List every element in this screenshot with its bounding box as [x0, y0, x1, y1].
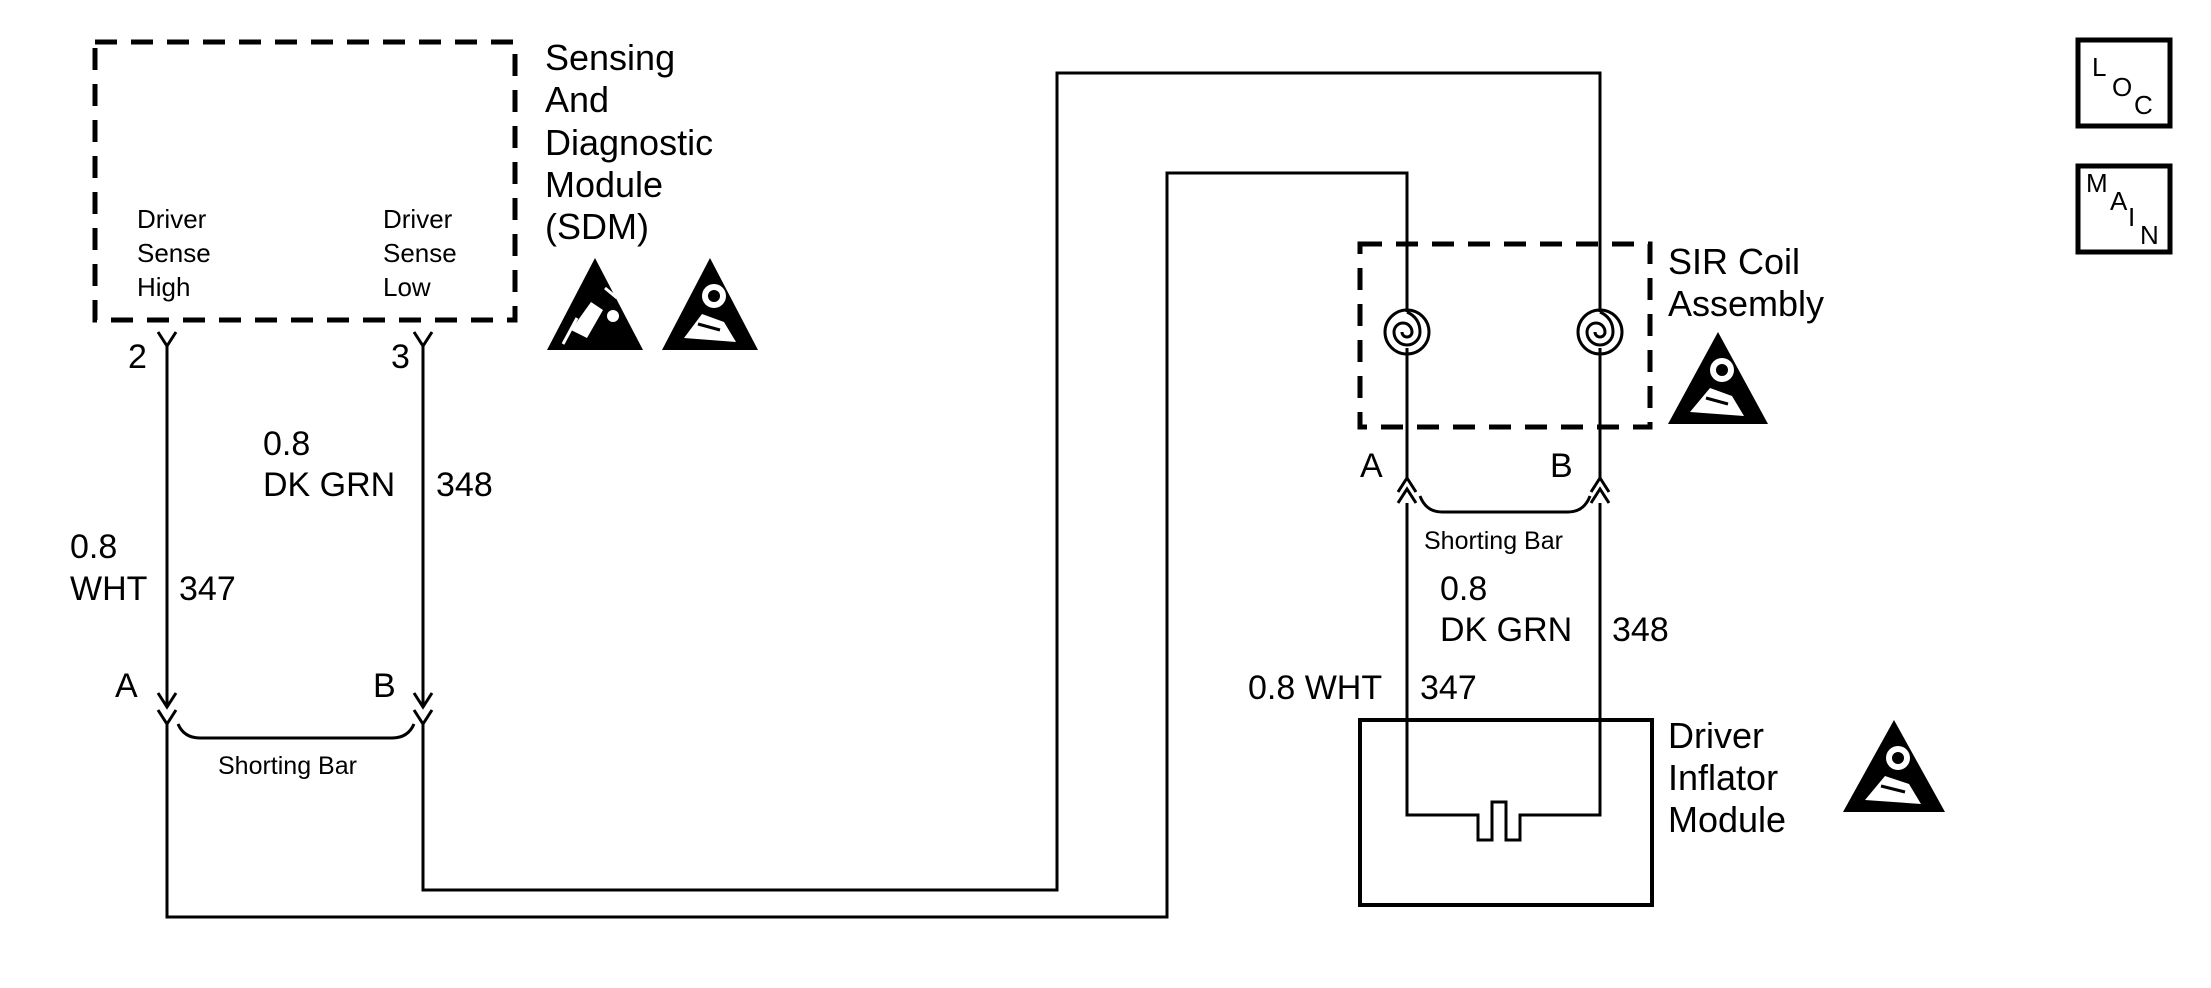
- coil-title-line-2: Assembly: [1668, 283, 1824, 324]
- sdm-pin-high-line-3: High: [137, 272, 190, 302]
- inflator-title-line-1: Driver: [1668, 715, 1764, 756]
- left-connector-a-terminal-top: [156, 692, 178, 710]
- coil-pin-a: A: [1360, 447, 1383, 485]
- airbag-warning-icon: [662, 258, 758, 350]
- inflator-squib-icon: [1405, 720, 1602, 842]
- inflator-title-line-3: Module: [1668, 799, 1786, 840]
- wire-dkgrn-color: DK GRN: [263, 466, 395, 504]
- wire-wht-gauge: 0.8: [70, 528, 117, 566]
- right-wire-dkgrn-gauge: 0.8: [1440, 570, 1487, 608]
- sdm-pin-low-line-1: Driver: [383, 204, 453, 234]
- coil-connector: Shorting Bar: [1396, 475, 1611, 555]
- coil-dashed-box: [1357, 241, 1653, 430]
- sdm-pin-2-number: 2: [128, 338, 147, 376]
- left-connector-a-terminal-bottom: [156, 709, 178, 727]
- routed-wires: [165, 71, 1602, 919]
- right-wire-dkgrn-color: DK GRN: [1440, 611, 1572, 649]
- coil-spiral-a-icon: [1383, 308, 1431, 480]
- loc-letter-3: C: [2134, 90, 2153, 120]
- sdm-module: Sensing And Diagnostic Module (SDM) Driv…: [92, 37, 713, 376]
- wire-wht-circuit: 347: [179, 570, 236, 608]
- coil-connector-b-terminal-bottom: [1589, 486, 1611, 504]
- coil-pin-b: B: [1550, 447, 1573, 485]
- wire-wht-347-route: [165, 171, 1409, 919]
- coil-title-line-1: SIR Coil: [1668, 241, 1800, 282]
- wire-dkgrn-circuit: 348: [436, 466, 493, 504]
- sdm-pin-low-line-2: Sense: [383, 238, 457, 268]
- sir-coil-assembly: SIR Coil Assembly A B: [1357, 241, 1824, 485]
- sdm-title-line-5: (SDM): [545, 206, 649, 247]
- coil-spiral-b-icon: [1576, 308, 1624, 480]
- sdm-pin-high-line-2: Sense: [137, 238, 211, 268]
- sdm-title-line-4: Module: [545, 164, 663, 205]
- driver-inflator-module: Driver Inflator Module: [1358, 715, 1786, 907]
- left-shorting-bar-label: Shorting Bar: [218, 752, 357, 780]
- wire-dkgrn-gauge: 0.8: [263, 425, 310, 463]
- right-wire-dkgrn-circuit: 348: [1612, 611, 1669, 649]
- sdm-title-line-3: Diagnostic: [545, 122, 713, 163]
- sdm-pin-3-terminal: [412, 331, 434, 349]
- main-letter-4: N: [2140, 220, 2159, 250]
- left-connector-b-terminal-top: [412, 692, 434, 710]
- main-letter-3: I: [2128, 202, 2135, 232]
- wire-wht-color: WHT: [70, 570, 147, 608]
- sdm-title-line-2: And: [545, 79, 609, 120]
- main-button[interactable]: M A I N: [2075, 163, 2173, 255]
- left-connector-b-terminal-bottom: [412, 709, 434, 727]
- loc-letter-1: L: [2092, 52, 2106, 82]
- coil-connector-a-terminal-bottom: [1396, 486, 1418, 504]
- sdm-pin-high-line-1: Driver: [137, 204, 207, 234]
- right-wire-wht-label: 0.8 WHT: [1248, 669, 1382, 707]
- right-wire-wht-circuit: 347: [1420, 669, 1477, 707]
- airbag-warning-icon: [1668, 332, 1768, 424]
- right-wire-circuits: 0.8 DK GRN 348 0.8 WHT 347: [1248, 503, 1669, 815]
- esd-warning-icon: [547, 258, 643, 350]
- loc-button[interactable]: L O C: [2075, 37, 2173, 129]
- coil-connector-a-terminal-top: [1396, 475, 1418, 493]
- sdm-pin-low-line-3: Low: [383, 272, 431, 302]
- airbag-warning-icon: [1843, 720, 1945, 812]
- wire-dkgrn-348-route: [421, 71, 1602, 892]
- left-shorting-bar: [176, 723, 416, 740]
- sdm-dashed-box: [92, 39, 518, 323]
- coil-connector-b-terminal-top: [1589, 475, 1611, 493]
- left-connector-pin-a: A: [115, 667, 138, 705]
- inflator-title-line-2: Inflator: [1668, 757, 1778, 798]
- sdm-pin-3-number: 3: [391, 338, 410, 376]
- sdm-pin-2-terminal: [156, 331, 178, 349]
- coil-shorting-bar: [1418, 495, 1592, 514]
- main-letter-1: M: [2086, 168, 2108, 198]
- left-connector-pin-b: B: [373, 667, 396, 705]
- sdm-title-line-1: Sensing: [545, 37, 675, 78]
- inflator-box: [1358, 718, 1654, 907]
- left-connector: A B Shorting Bar: [115, 667, 434, 780]
- coil-shorting-bar-label: Shorting Bar: [1424, 527, 1563, 555]
- left-wire-circuits: 0.8 DK GRN 348 0.8 WHT 347: [70, 346, 493, 705]
- loc-letter-2: O: [2112, 72, 2132, 102]
- main-letter-2: A: [2110, 186, 2128, 216]
